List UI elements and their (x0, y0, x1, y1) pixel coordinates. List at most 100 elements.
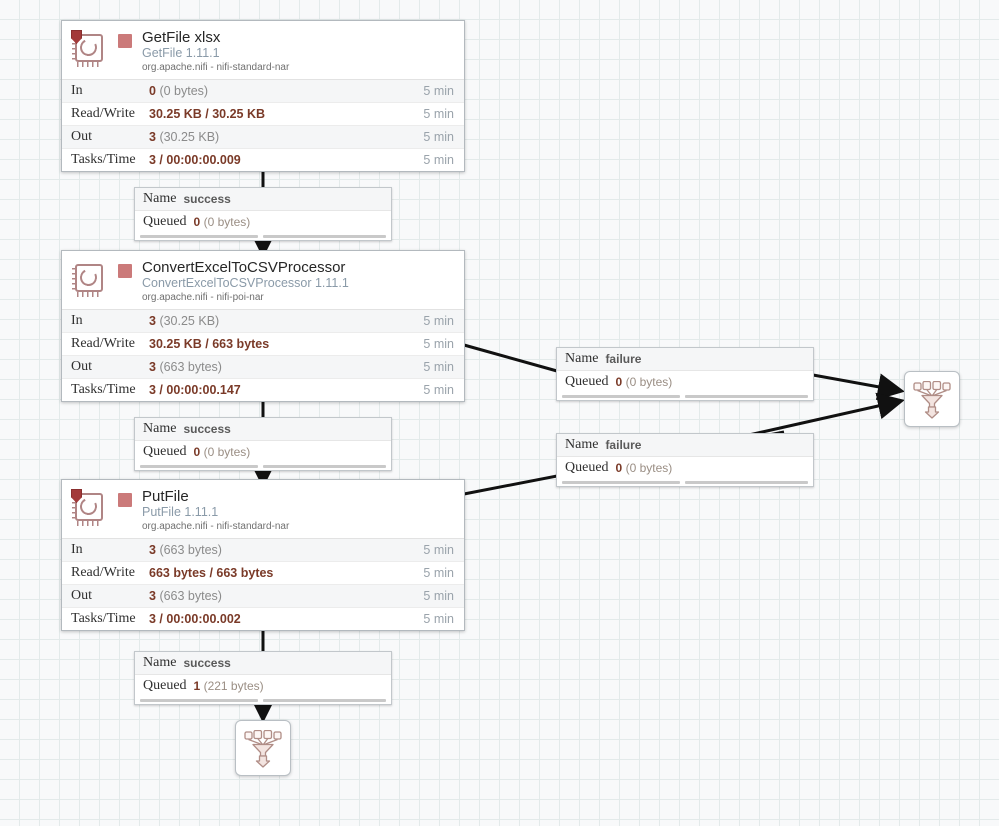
stat-time: 5 min (423, 107, 454, 121)
stat-label: In (71, 542, 83, 557)
queue-size-bar (263, 699, 386, 702)
connection-name-row: Name success (135, 188, 391, 211)
status-stopped-icon (118, 493, 132, 507)
stat-time: 5 min (423, 130, 454, 144)
stat-label: Tasks/Time (71, 152, 136, 167)
connection-name-row: Name failure (557, 434, 813, 457)
queue-size-bar (685, 395, 808, 398)
connection-name-label: Name (565, 351, 599, 366)
stat-time: 5 min (423, 543, 454, 557)
queue-count-bar (140, 699, 258, 702)
stat-time: 5 min (423, 337, 454, 351)
stat-row: Out 3 (663 bytes) 5 min (62, 585, 464, 608)
processor-icon (70, 489, 110, 529)
stat-label: Read/Write (71, 565, 135, 580)
stat-row: Out 3 (663 bytes) 5 min (62, 356, 464, 379)
connection-putfile-failure[interactable]: Name failure Queued 0 (0 bytes) (556, 433, 814, 487)
processor-stats: In 0 (0 bytes) 5 min Read/Write 30.25 KB… (62, 79, 464, 171)
stat-time: 5 min (423, 566, 454, 580)
queue-count-bar (140, 465, 258, 468)
stat-label: Tasks/Time (71, 382, 136, 397)
connection-name-value: failure (605, 438, 642, 452)
stat-value: 3 (30.25 KB) (149, 130, 220, 144)
connection-name-row: Name success (135, 652, 391, 675)
connection-queued-row: Queued 0 (0 bytes) (135, 441, 391, 463)
connection-queued-row: Queued 0 (0 bytes) (557, 371, 813, 393)
processor-header: ConvertExcelToCSVProcessor ConvertExcelT… (62, 251, 464, 309)
processor-icon (70, 30, 110, 70)
stat-value: 3 (663 bytes) (149, 543, 222, 557)
processor-type: GetFile 1.11.1 (142, 46, 220, 60)
processor-convertexceltocsvprocessor[interactable]: ConvertExcelToCSVProcessor ConvertExcelT… (61, 250, 465, 402)
connection-convert-failure[interactable]: Name failure Queued 0 (0 bytes) (556, 347, 814, 401)
shield-icon (71, 489, 82, 503)
funnel-bottom[interactable] (235, 720, 291, 776)
stat-value: 3 (663 bytes) (149, 360, 222, 374)
connection-queued-label: Queued (565, 374, 609, 389)
processor-header: PutFile PutFile 1.11.1 org.apache.nifi -… (62, 480, 464, 538)
connection-queued-label: Queued (565, 460, 609, 475)
processor-bundle: org.apache.nifi - nifi-standard-nar (142, 62, 290, 73)
queue-size-bar (263, 465, 386, 468)
processor-type: ConvertExcelToCSVProcessor 1.11.1 (142, 276, 349, 290)
stat-value: 30.25 KB / 663 bytes (149, 337, 270, 351)
connection-queued-value: 0 (0 bytes) (193, 445, 251, 459)
stat-row: Read/Write 30.25 KB / 663 bytes 5 min (62, 333, 464, 356)
status-stopped-icon (118, 34, 132, 48)
processor-type: PutFile 1.11.1 (142, 505, 219, 519)
stat-value: 3 (663 bytes) (149, 589, 222, 603)
processor-icon (70, 260, 110, 300)
stat-time: 5 min (423, 314, 454, 328)
processor-getfile-xlsx[interactable]: GetFile xlsx GetFile 1.11.1 org.apache.n… (61, 20, 465, 172)
connection-putfile-success[interactable]: Name success Queued 1 (221 bytes) (134, 651, 392, 705)
stat-row: Tasks/Time 3 / 00:00:00.009 5 min (62, 149, 464, 171)
stat-row: In 3 (30.25 KB) 5 min (62, 310, 464, 333)
connection-progress-bars (135, 233, 391, 240)
connection-progress-bars (557, 479, 813, 486)
stat-time: 5 min (423, 84, 454, 98)
connection-progress-bars (135, 463, 391, 470)
processor-putfile[interactable]: PutFile PutFile 1.11.1 org.apache.nifi -… (61, 479, 465, 631)
connection-name-value: failure (605, 352, 642, 366)
connection-name-row: Name failure (557, 348, 813, 371)
processor-stats: In 3 (30.25 KB) 5 min Read/Write 30.25 K… (62, 309, 464, 401)
processor-name: PutFile (142, 488, 189, 505)
connection-name-value: success (183, 192, 231, 206)
funnel-icon (244, 730, 282, 768)
connection-name-value: success (183, 656, 231, 670)
stat-row: In 3 (663 bytes) 5 min (62, 539, 464, 562)
processor-header: GetFile xlsx GetFile 1.11.1 org.apache.n… (62, 21, 464, 79)
connection-queued-row: Queued 1 (221 bytes) (135, 675, 391, 697)
queue-count-bar (562, 395, 680, 398)
stat-row: Tasks/Time 3 / 00:00:00.002 5 min (62, 608, 464, 630)
processor-bundle: org.apache.nifi - nifi-standard-nar (142, 521, 290, 532)
stat-label: Read/Write (71, 106, 135, 121)
stat-time: 5 min (423, 360, 454, 374)
connection-name-label: Name (565, 437, 599, 452)
stat-row: Read/Write 663 bytes / 663 bytes 5 min (62, 562, 464, 585)
stat-row: In 0 (0 bytes) 5 min (62, 80, 464, 103)
connection-name-label: Name (143, 191, 177, 206)
connection-queued-value: 1 (221 bytes) (193, 679, 264, 693)
connection-convert-success[interactable]: Name success Queued 0 (0 bytes) (134, 417, 392, 471)
connection-progress-bars (135, 697, 391, 704)
connection-getfile-success[interactable]: Name success Queued 0 (0 bytes) (134, 187, 392, 241)
queue-count-bar (562, 481, 680, 484)
status-stopped-icon (118, 264, 132, 278)
stat-row: Read/Write 30.25 KB / 30.25 KB 5 min (62, 103, 464, 126)
stat-label: Out (71, 359, 92, 374)
processor-name: ConvertExcelToCSVProcessor (142, 259, 346, 276)
stat-value: 3 (30.25 KB) (149, 314, 220, 328)
processor-bundle: org.apache.nifi - nifi-poi-nar (142, 292, 264, 303)
shield-icon (71, 30, 82, 44)
stat-value: 3 / 00:00:00.002 (149, 612, 241, 626)
stat-label: Out (71, 129, 92, 144)
stat-time: 5 min (423, 589, 454, 603)
funnel-right[interactable] (904, 371, 960, 427)
queue-size-bar (685, 481, 808, 484)
stat-value: 30.25 KB / 30.25 KB (149, 107, 266, 121)
stat-value: 3 / 00:00:00.009 (149, 153, 241, 167)
stat-time: 5 min (423, 383, 454, 397)
funnel-icon (913, 381, 951, 419)
